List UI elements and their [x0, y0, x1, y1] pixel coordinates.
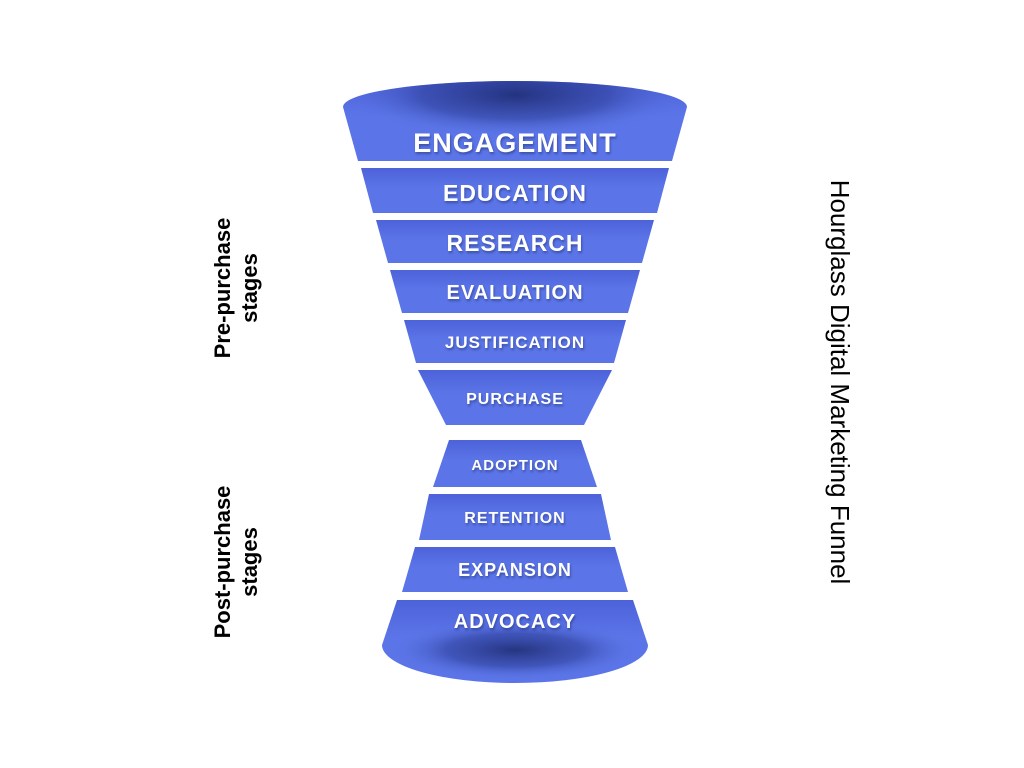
adoption-shape	[433, 440, 597, 487]
funnel-segment-engagement: ENGAGEMENT	[343, 81, 687, 161]
justification-shape	[404, 320, 626, 363]
stage-label-expansion: EXPANSION	[458, 560, 572, 580]
funnel-segment-education: EDUCATION	[361, 168, 669, 213]
stage-label-advocacy: ADVOCACY	[454, 611, 576, 633]
funnel-segment-advocacy: ADVOCACY	[382, 600, 648, 683]
funnel-bottom-opening-shadow	[390, 620, 640, 680]
stage-label-engagement: ENGAGEMENT	[413, 128, 617, 158]
pre-purchase-side-label: Pre-purchase stages	[210, 218, 262, 359]
diagram-title: Hourglass Digital Marketing Funnel	[825, 180, 855, 585]
stage-label-purchase: PURCHASE	[466, 391, 564, 408]
post-purchase-label-line1: Post-purchase	[210, 486, 235, 639]
funnel-segment-evaluation: EVALUATION	[390, 270, 640, 313]
post-purchase-label-line2: stages	[237, 527, 262, 597]
stage-label-retention: RETENTION	[464, 510, 565, 527]
post-purchase-funnel: ADOPTION RETENTION EXPANSION ADVOCACY	[382, 440, 648, 683]
pre-purchase-label-line2: stages	[237, 253, 262, 323]
post-purchase-side-label: Post-purchase stages	[210, 486, 262, 639]
pre-purchase-funnel: ENGAGEMENT EDUCATION RESEARCH EVALUATION…	[343, 81, 687, 425]
funnel-segment-expansion: EXPANSION	[402, 547, 628, 592]
funnel-segment-research: RESEARCH	[376, 220, 654, 263]
diagram-title-group: Hourglass Digital Marketing Funnel	[825, 180, 855, 585]
stage-label-evaluation: EVALUATION	[446, 282, 583, 304]
pre-purchase-label-line1: Pre-purchase	[210, 218, 235, 359]
purchase-shape	[418, 370, 612, 425]
education-shape	[361, 168, 669, 213]
retention-shape	[419, 494, 611, 540]
evaluation-shape	[390, 270, 640, 313]
stage-label-research: RESEARCH	[446, 230, 583, 256]
funnel-segment-justification: JUSTIFICATION	[404, 320, 626, 363]
research-shape	[376, 220, 654, 263]
funnel-top-opening-shadow	[345, 81, 685, 138]
funnel-segment-retention: RETENTION	[419, 494, 611, 540]
stage-label-adoption: ADOPTION	[471, 457, 558, 474]
stage-label-justification: JUSTIFICATION	[445, 333, 585, 352]
expansion-shape	[402, 547, 628, 592]
funnel-segment-purchase: PURCHASE	[418, 370, 612, 425]
stage-label-education: EDUCATION	[443, 180, 587, 206]
funnel-segment-adoption: ADOPTION	[433, 440, 597, 487]
